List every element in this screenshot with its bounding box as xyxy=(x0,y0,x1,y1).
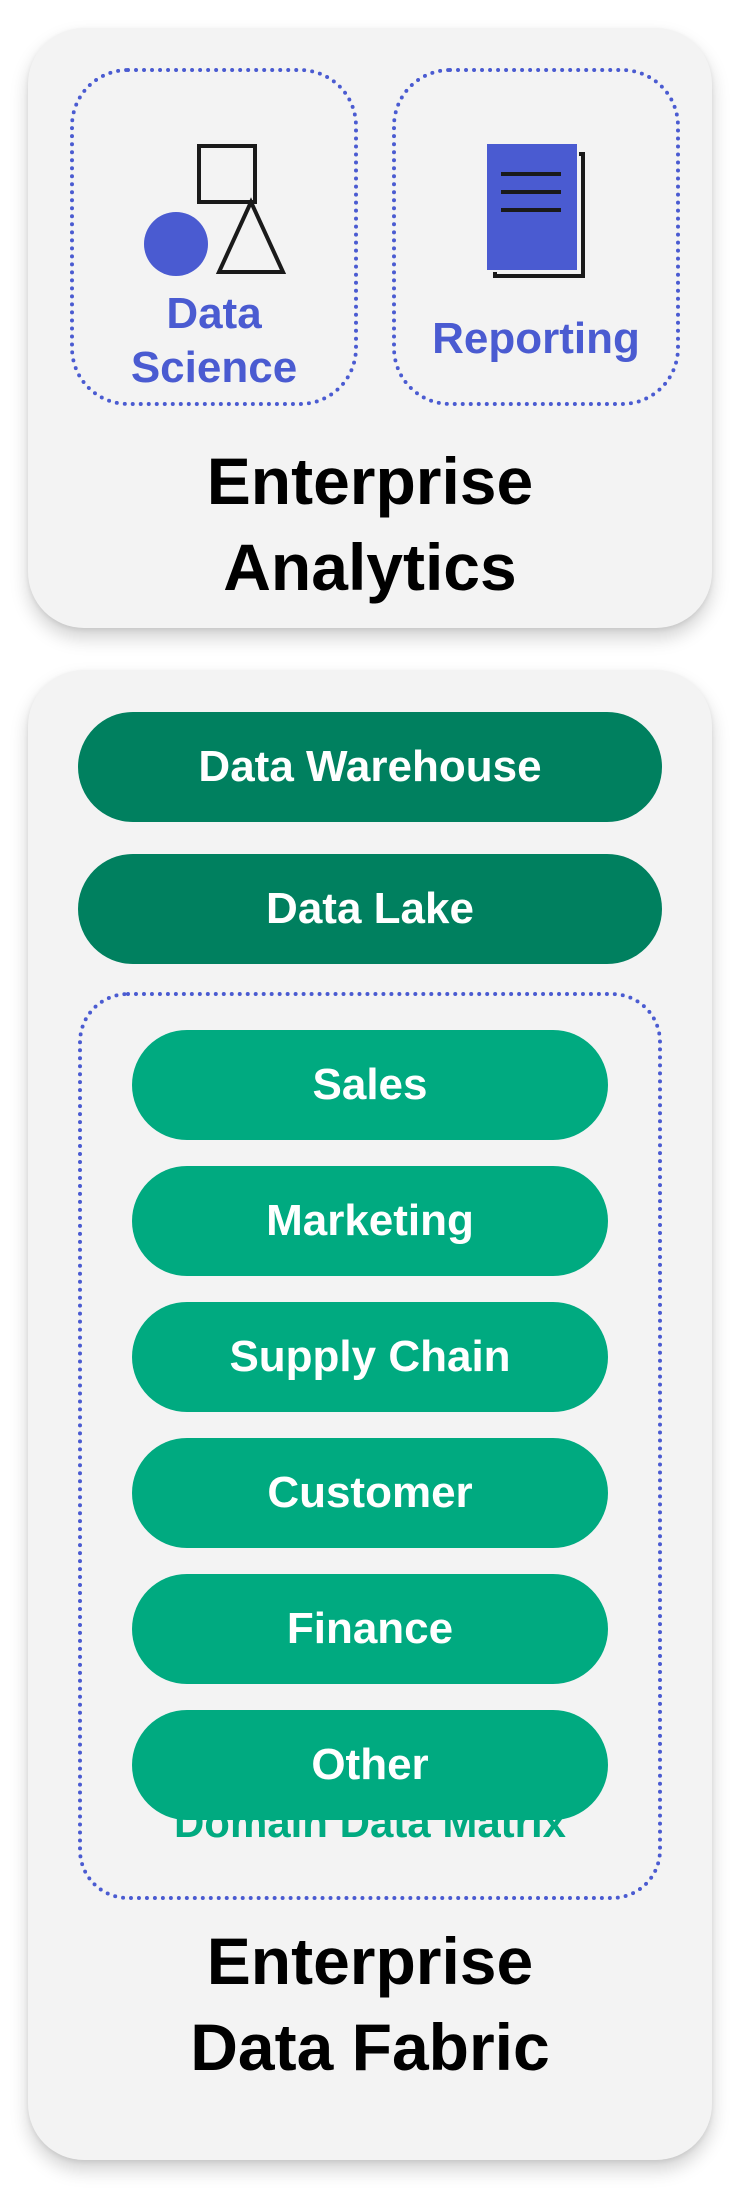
domain-pill-supply-chain: Supply Chain xyxy=(132,1302,608,1412)
data-science-tile: Data Science xyxy=(70,68,358,406)
document-icon xyxy=(487,144,585,278)
enterprise-data-fabric-title: Enterprise Data Fabric xyxy=(190,1924,550,2084)
shapes-icon xyxy=(144,144,287,276)
domain-pill-marketing: Marketing xyxy=(132,1166,608,1276)
domain-pill-finance: Finance xyxy=(132,1574,608,1684)
reporting-label: Reporting xyxy=(432,314,640,363)
data-lake-pill: Data Lake xyxy=(78,854,662,964)
reporting-tile: Reporting xyxy=(392,68,680,406)
enterprise-analytics-title: Enterprise Analytics xyxy=(206,444,534,604)
domain-pill-other: Other xyxy=(132,1710,608,1820)
domain-pill-customer: Customer xyxy=(132,1438,608,1548)
domain-data-matrix-label: Domain Data Matrix xyxy=(173,1799,567,1846)
data-warehouse-pill: Data Warehouse xyxy=(78,712,662,822)
domain-pill-sales: Sales xyxy=(132,1030,608,1140)
data-science-label: Data Science xyxy=(130,289,298,392)
enterprise-analytics-panel: Data Science Reporting Enterprise Analyt… xyxy=(28,28,712,628)
